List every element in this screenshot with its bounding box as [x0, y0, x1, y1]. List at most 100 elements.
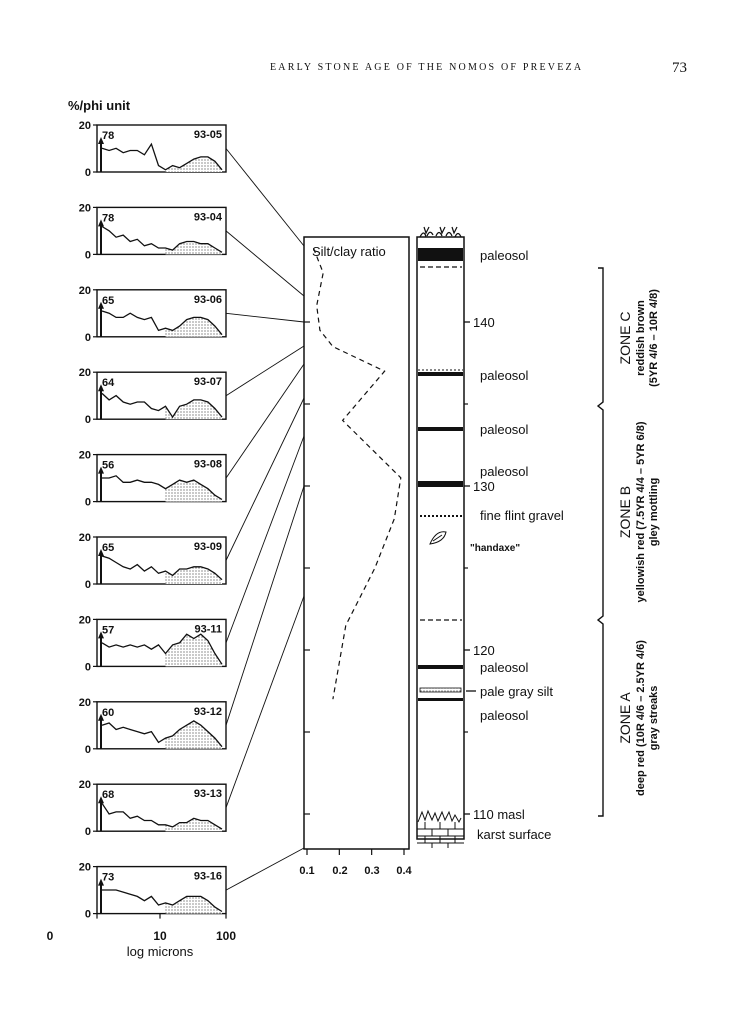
sample-id-label: 93-12 — [194, 706, 222, 718]
sample-leader-lines — [225, 148, 305, 891]
layer-label: paleosol — [480, 464, 529, 479]
arrow-head-icon — [98, 878, 104, 886]
sample-id-label: 93-11 — [194, 623, 222, 635]
layer-label: paleosol — [480, 660, 529, 675]
histogram-panel: 20 0 57 93-11 — [79, 614, 227, 673]
sand-percent-label: 57 — [102, 624, 114, 636]
zone-c-desc: reddish brown — [635, 300, 647, 376]
silt-clay-curve — [312, 247, 402, 700]
y-tick-20: 20 — [79, 285, 91, 297]
running-head: EARLY STONE AGE OF THE NOMOS OF PREVEZA — [270, 62, 584, 73]
zone-c-desc: (5YR 4/6 – 10R 4/8) — [648, 289, 660, 387]
clay-fraction-area — [165, 399, 222, 420]
y-tick-0: 0 — [85, 579, 91, 591]
y-tick-20: 20 — [79, 120, 91, 132]
leader-line — [225, 230, 305, 297]
grain-size-curve — [102, 889, 223, 913]
elevation-label: 130 — [473, 479, 495, 494]
clay-fraction-area — [165, 241, 222, 255]
leader-line — [225, 595, 305, 808]
leader-line — [225, 363, 305, 479]
grain-size-curve — [101, 392, 223, 419]
y-tick-20: 20 — [79, 614, 91, 626]
ratio-x-tick: 0.2 — [332, 865, 347, 877]
y-tick-20: 20 — [79, 367, 91, 379]
limestone-bedrock — [417, 822, 464, 848]
x-tick-0: 0 — [47, 929, 54, 943]
page-number: 73 — [672, 60, 687, 76]
grain-size-curve — [101, 720, 223, 748]
y-tick-20: 20 — [79, 202, 91, 214]
clay-fraction-area — [165, 480, 222, 502]
y-tick-0: 0 — [85, 167, 91, 179]
sample-id-label: 93-07 — [194, 376, 222, 388]
arrow-head-icon — [98, 713, 104, 721]
clay-fraction-area — [165, 634, 222, 667]
sand-percent-label: 78 — [102, 212, 114, 224]
arrow-head-icon — [98, 384, 104, 392]
layer-label: paleosol — [480, 248, 529, 263]
grain-size-curve — [101, 802, 223, 830]
y-tick-20: 20 — [79, 779, 91, 791]
layer-label: paleosol — [480, 368, 529, 383]
arrow-head-icon — [98, 549, 104, 556]
sand-percent-label: 60 — [102, 707, 114, 719]
grain-size-curve — [101, 142, 223, 171]
vegetation-icon — [423, 226, 458, 235]
arrow-head-icon — [98, 301, 104, 309]
leader-line — [225, 148, 305, 247]
ratio-x-tick: 0.4 — [396, 865, 412, 877]
zone-a-desc: deep red (10R 4/6 – 2.5YR 4/6) — [635, 640, 647, 796]
clay-fraction-area — [165, 720, 222, 749]
zone-a-desc: gray streaks — [648, 686, 660, 751]
arrow-head-icon — [98, 796, 104, 804]
elevation-label: 120 — [473, 643, 495, 658]
zone-bracket — [596, 267, 604, 817]
zone-legend: ZONE C reddish brown (5YR 4/6 – 10R 4/8)… — [596, 267, 660, 817]
histogram-x-axis-label: log microns — [127, 944, 194, 959]
sample-id-label: 93-06 — [194, 294, 222, 306]
histogram-y-axis-label: %/phi unit — [68, 98, 131, 113]
y-tick-0: 0 — [85, 249, 91, 261]
pale-gray-silt-layer — [419, 687, 462, 693]
elevation-label: 110 masl — [473, 807, 525, 822]
arrow-head-icon — [98, 219, 104, 227]
sample-id-label: 93-08 — [194, 459, 222, 471]
paleosol-band — [418, 665, 463, 669]
zone-c-title: ZONE C — [617, 312, 633, 365]
arrow-head-icon — [98, 466, 104, 474]
clay-fraction-area — [165, 317, 222, 337]
y-tick-0: 0 — [85, 414, 91, 426]
leader-line — [225, 345, 305, 397]
layer-label: karst surface — [477, 827, 551, 842]
clay-fraction-area — [165, 566, 222, 584]
section-column — [416, 236, 465, 840]
sand-percent-label: 65 — [102, 295, 114, 307]
sand-percent-label: 73 — [102, 872, 114, 884]
y-tick-0: 0 — [85, 661, 91, 673]
sample-id-label: 93-13 — [194, 788, 222, 800]
y-tick-0: 0 — [85, 909, 91, 921]
grain-size-curve — [101, 633, 223, 665]
clay-fraction-area — [165, 818, 222, 832]
sand-percent-label: 56 — [102, 460, 114, 472]
leader-line — [225, 485, 305, 726]
arrow-head-icon — [98, 137, 104, 144]
grain-size-curve — [101, 310, 223, 336]
x-tick-100: 100 — [216, 929, 236, 943]
paleosol-band — [418, 698, 463, 701]
zone-b-desc: yellowish red (7.5YR 4/4 – 5YR 6/8) — [635, 421, 647, 602]
stratigraphic-section: 140 130 120 110 masl paleosol paleosol p… — [416, 226, 564, 848]
grass-icon — [419, 231, 462, 238]
ratio-title: Silt/clay ratio — [312, 244, 386, 259]
layer-label: paleosol — [480, 708, 529, 723]
paleosol-band — [418, 372, 463, 376]
zone-b-title: ZONE B — [617, 486, 633, 538]
y-tick-20: 20 — [79, 450, 91, 462]
